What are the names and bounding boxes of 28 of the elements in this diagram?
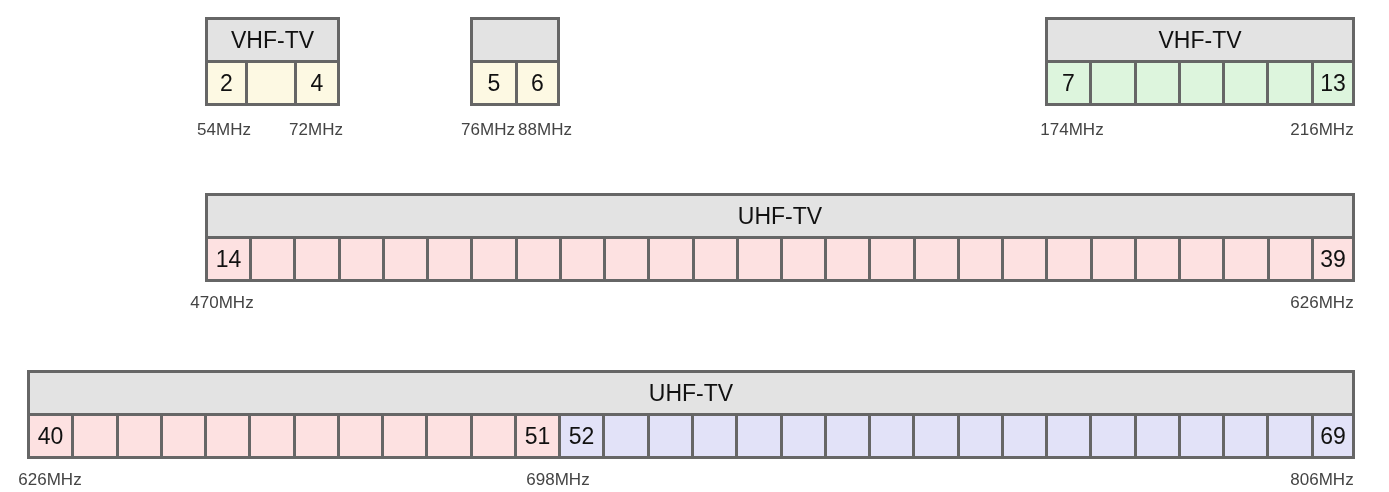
band-header: VHF-TV — [205, 17, 340, 63]
frequency-label: 88MHz — [518, 120, 572, 140]
frequency-label: 76MHz — [461, 120, 515, 140]
frequency-label: 698MHz — [526, 470, 590, 490]
channel-cell: 52 — [558, 413, 605, 459]
channel-cell: 13 — [1311, 60, 1355, 106]
channel-cell: 6 — [515, 60, 560, 106]
frequency-label: 806MHz — [1290, 470, 1354, 490]
channel-cell: 7 — [1045, 60, 1092, 106]
channel-cell: 14 — [205, 236, 252, 282]
frequency-label: 216MHz — [1290, 120, 1354, 140]
frequency-label: 626MHz — [18, 470, 82, 490]
channel-cell: 2 — [205, 60, 248, 106]
frequency-label: 54MHz — [197, 120, 251, 140]
band-header: VHF-TV — [1045, 17, 1355, 63]
band-header: UHF-TV — [205, 193, 1355, 239]
channel-cell: 69 — [1311, 413, 1355, 459]
channel-cell: 39 — [1311, 236, 1355, 282]
frequency-label: 626MHz — [1290, 293, 1354, 313]
frequency-label: 72MHz — [289, 120, 343, 140]
band-header — [470, 17, 560, 63]
frequency-label: 174MHz — [1040, 120, 1104, 140]
channel-cell: 4 — [294, 60, 340, 106]
channel-cell: 51 — [514, 413, 561, 459]
band-header: UHF-TV — [27, 370, 1355, 416]
channel-cell: 40 — [27, 413, 74, 459]
channel-cell: 5 — [470, 60, 518, 106]
frequency-label: 470MHz — [190, 293, 254, 313]
